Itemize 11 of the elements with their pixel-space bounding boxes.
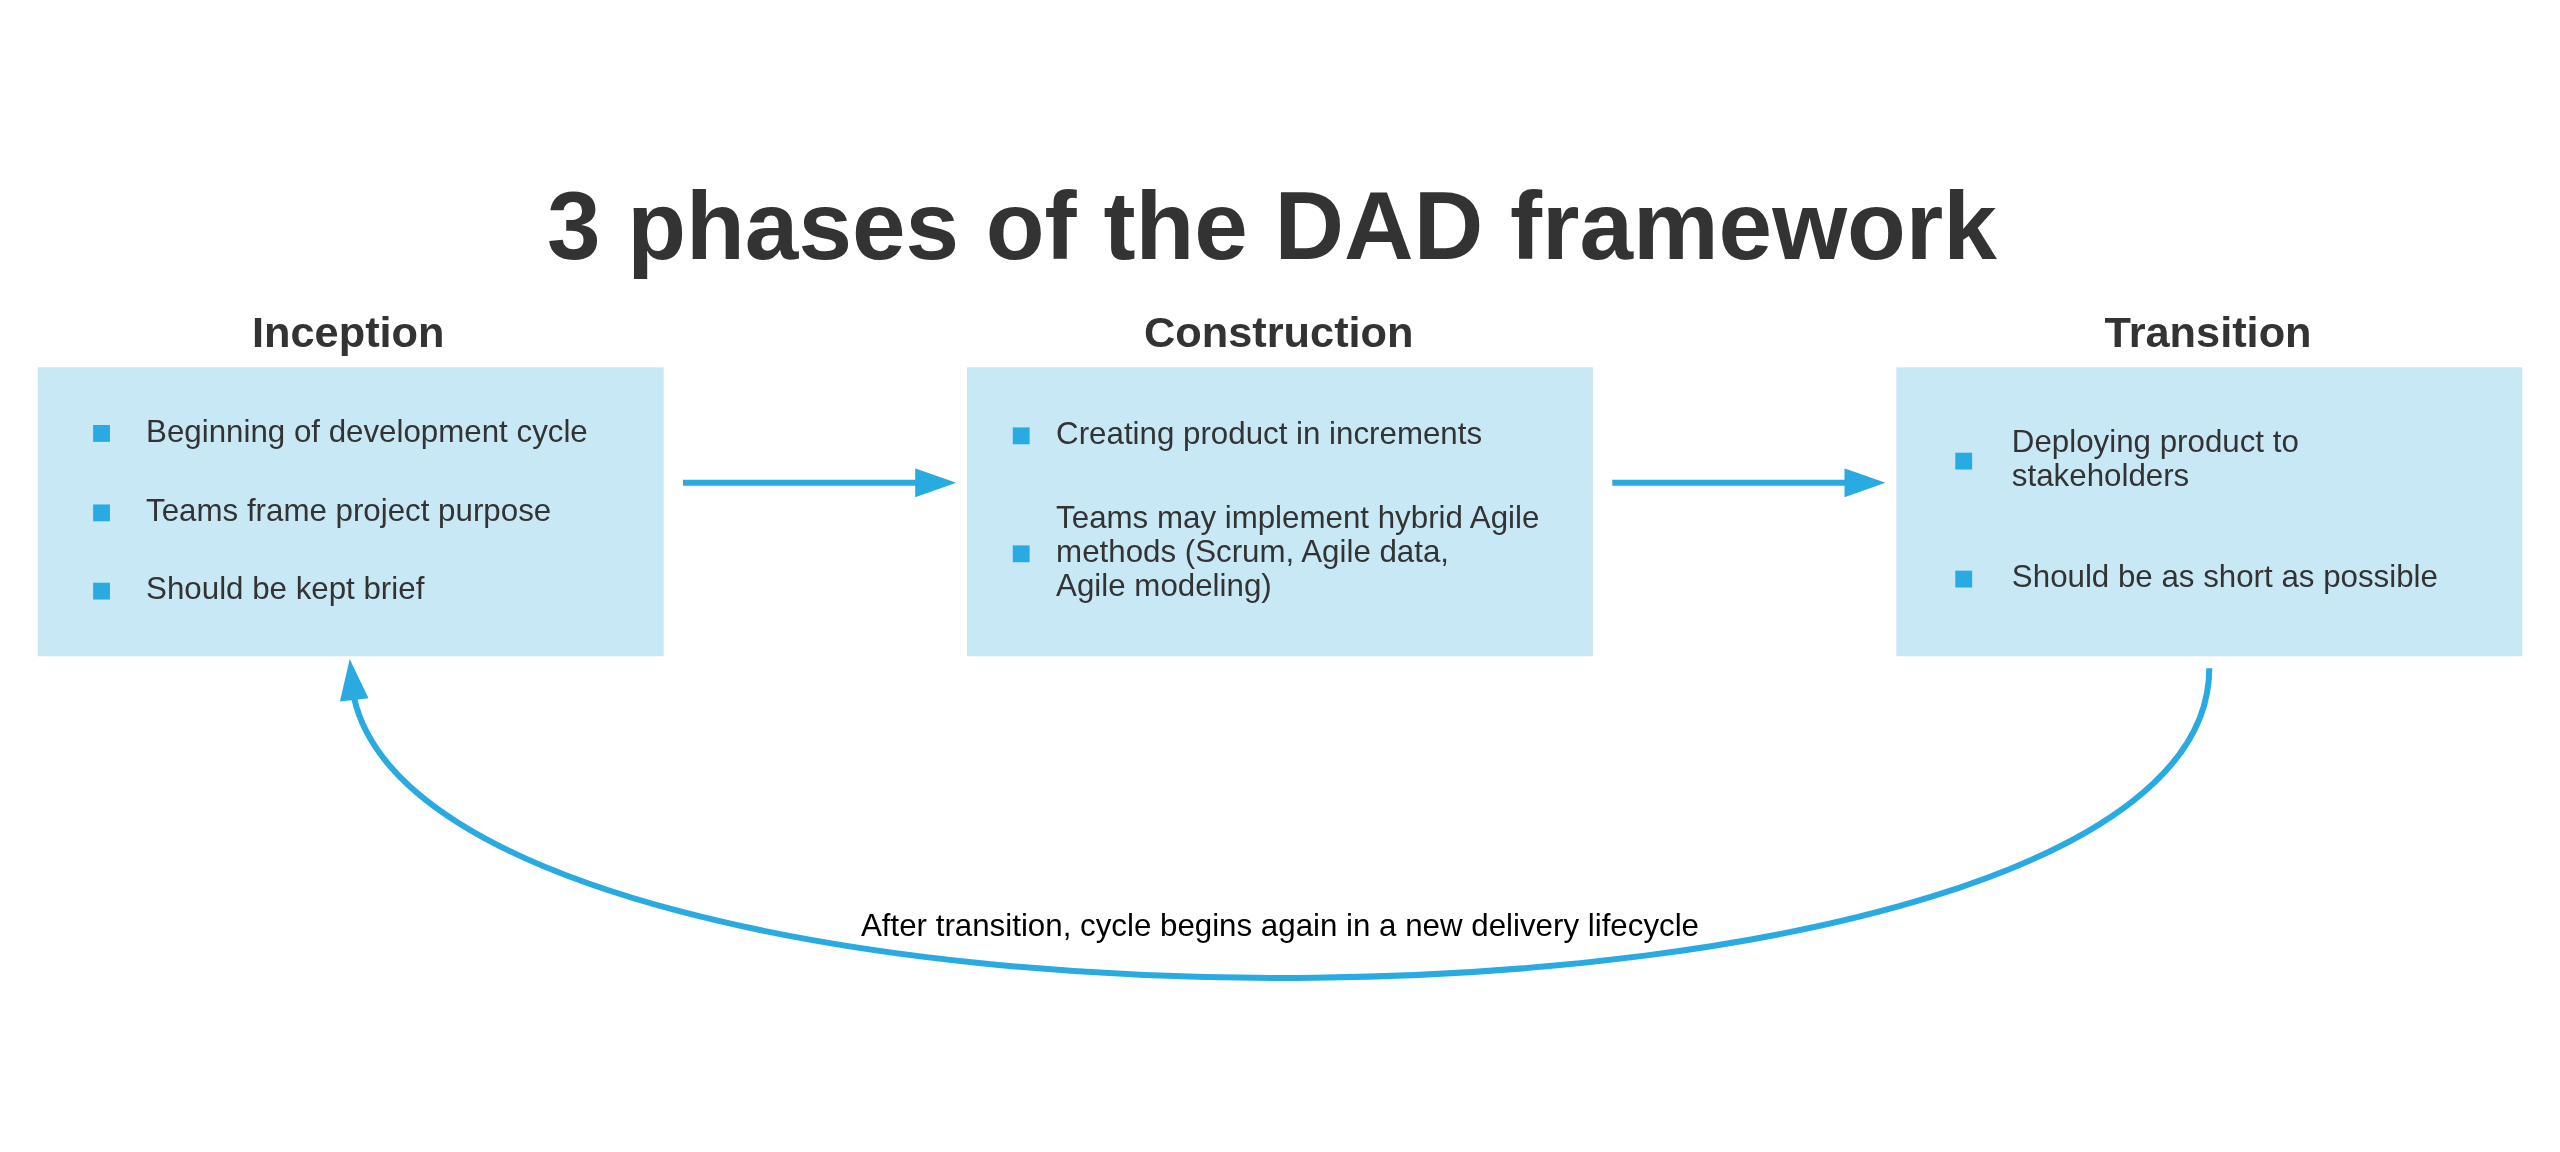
diagram-title: 3 phases of the DAD framework [546,171,1997,279]
node-box: Creating product in increments Teams may implement hybrid Agile methods (Scrum, Agile data, Agile modeling) [967,366,1593,656]
node-label: Inception [252,307,445,356]
arrow [1612,467,1886,497]
node-label: Construction [1143,307,1414,356]
arrow [682,467,957,497]
node-box: Deploying product to stakeholders Should be as short as possible [1896,366,2523,656]
node-label: Transition [2104,307,2312,356]
arrow [339,658,2213,981]
node-box: Beginning of development cycle Teams frame project purpose Should be kept brief [37,366,664,656]
edge-label: After transition, cycle begins again in a new delivery lifecycle [860,907,1700,943]
